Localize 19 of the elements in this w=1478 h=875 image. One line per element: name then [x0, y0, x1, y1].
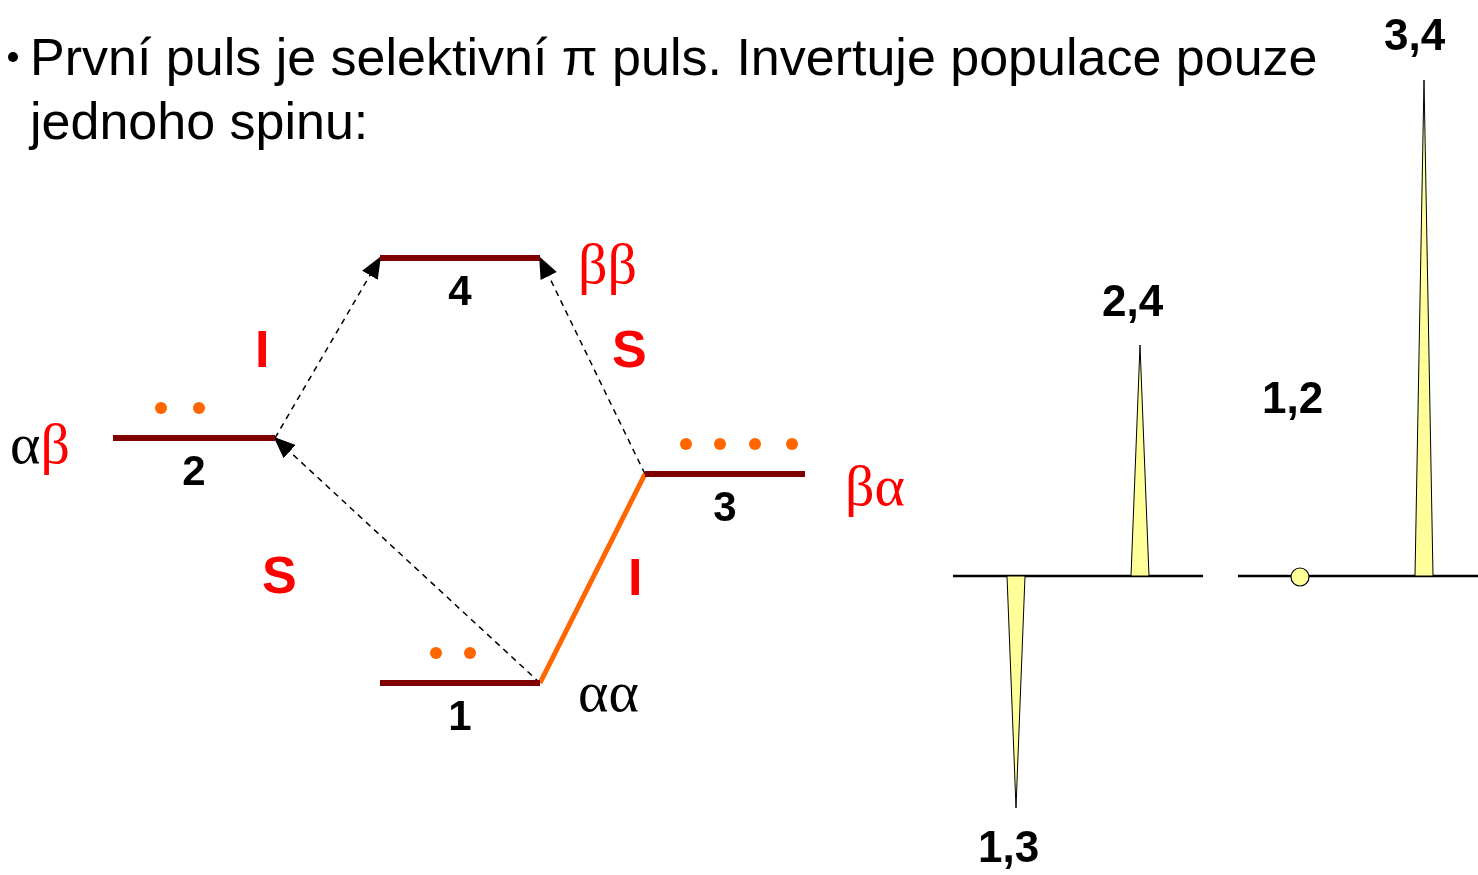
level-number: 2 — [182, 449, 206, 493]
spin-state-label: αβ — [10, 414, 70, 474]
peak-label: 1,3 — [978, 824, 1040, 870]
peak-label: 3,4 — [1384, 12, 1446, 58]
edge-label: S — [612, 322, 647, 376]
edge-label: S — [262, 548, 297, 602]
level-number: 1 — [448, 694, 472, 738]
transition-arrow — [274, 256, 381, 439]
peak-label: 2,4 — [1102, 278, 1164, 324]
spin-state-label: ββ — [578, 234, 638, 294]
spin-state-label: βα — [845, 456, 905, 516]
transition-arrow — [539, 256, 646, 475]
edge-label: I — [255, 322, 270, 376]
level-number: 3 — [713, 485, 737, 529]
level-number: 4 — [448, 269, 472, 313]
edge-label: I — [628, 550, 643, 604]
spin-state-label: αα — [578, 662, 639, 722]
title: První puls je selektivní π puls. Invertuje populace pouze jednoho spinu: — [30, 27, 1319, 152]
peak-label: 1,2 — [1262, 375, 1324, 421]
